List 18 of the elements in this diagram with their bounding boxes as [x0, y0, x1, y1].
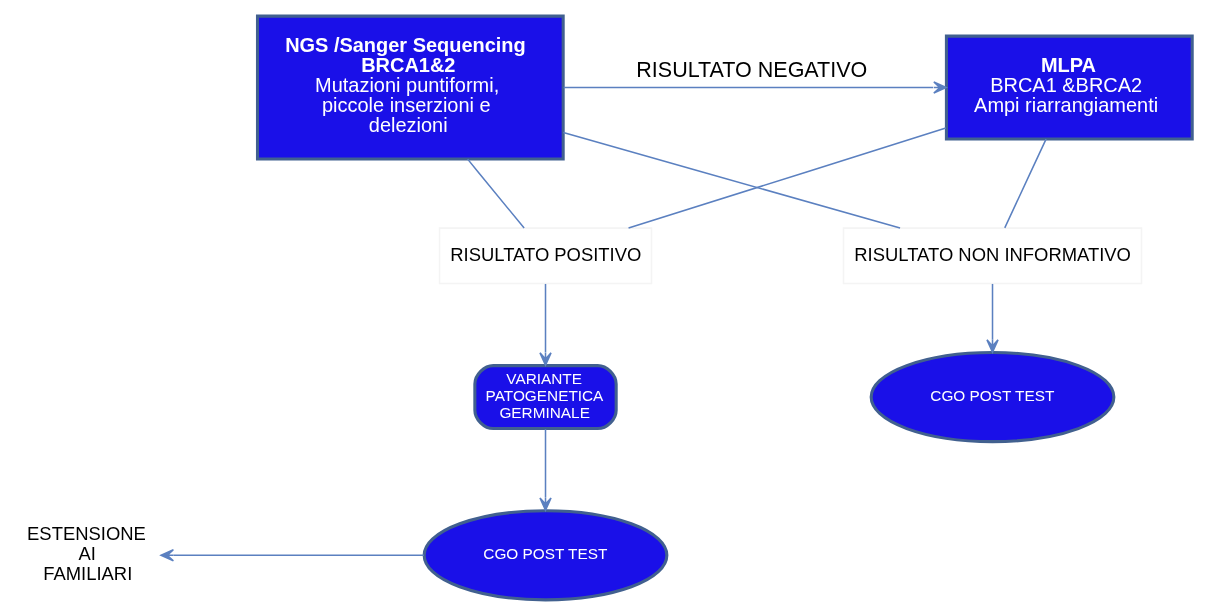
arrow — [562, 80, 947, 94]
connector — [627, 126, 947, 229]
edge-label: RISULTATO NEGATIVO — [636, 57, 868, 82]
node-ellipse: CGO POST TEST — [869, 350, 1116, 443]
node-text: ESTENSIONE AI FAMILIARI — [27, 522, 146, 584]
node-box: NGS /Sanger Sequencing BRCA1&2 Mutazioni puntiformi, piccole inserzioni e delezioni — [255, 14, 565, 161]
connector — [466, 157, 525, 229]
node-box: RISULTATO POSITIVO — [438, 226, 653, 284]
arrow — [539, 428, 552, 511]
arrow — [986, 282, 999, 353]
node-ellipse: CGO POST TEST — [422, 508, 669, 601]
connector — [562, 131, 901, 229]
node-box: RISULTATO NON INFORMATIVO — [842, 226, 1143, 284]
arrow — [160, 548, 425, 562]
node-box: MLPA BRCA1 &BRCA2 Ampi riarrangiamenti — [944, 34, 1194, 141]
arrow — [539, 282, 552, 366]
connector — [1004, 137, 1047, 229]
node-box: VARIANTE PATOGENETICA GERMINALE — [473, 363, 618, 430]
